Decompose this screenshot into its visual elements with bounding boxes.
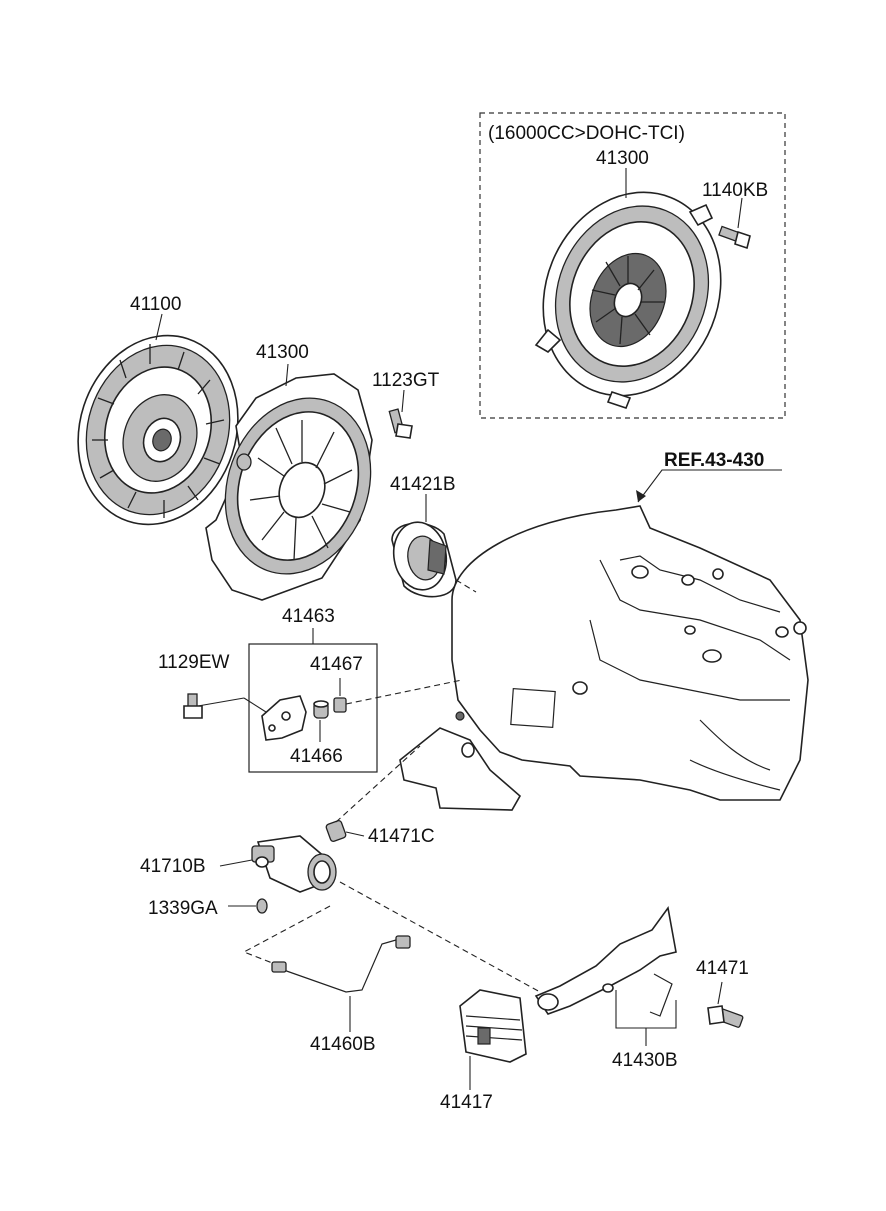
- nut-41467[interactable]: [333, 678, 347, 713]
- pressure-plate[interactable]: [201, 373, 394, 601]
- label-41430b: 41430B: [612, 1050, 678, 1071]
- clutch-disc[interactable]: [54, 315, 262, 546]
- leader-41100: [155, 313, 163, 341]
- label-41300-variant: 41300: [596, 148, 649, 169]
- leader-1123gt: [401, 389, 405, 413]
- ref-leader: [636, 469, 782, 503]
- cap-1339ga[interactable]: [228, 898, 268, 914]
- label-1129ew: 1129EW: [158, 652, 230, 673]
- label-1339ga: 1339GA: [148, 898, 218, 919]
- label-41460b: 41460B: [310, 1034, 376, 1055]
- pressure-plate-variant[interactable]: [513, 165, 750, 422]
- slave-cylinder[interactable]: [219, 835, 337, 893]
- bolt-1129ew[interactable]: [183, 693, 267, 719]
- bushing-41466[interactable]: [313, 700, 329, 742]
- boot-41417[interactable]: [459, 989, 527, 1090]
- label-41466: 41466: [290, 746, 343, 767]
- label-41710b: 41710B: [140, 856, 206, 877]
- fitting-41471c[interactable]: [325, 820, 365, 842]
- release-fork[interactable]: [534, 906, 677, 1046]
- transmission-housing: [399, 505, 809, 811]
- leader-1140kb: [737, 197, 743, 229]
- leader-41300: [285, 363, 289, 387]
- bolt-1123gt[interactable]: [388, 408, 413, 439]
- label-41463: 41463: [282, 606, 335, 627]
- bolt-41471[interactable]: [707, 981, 744, 1028]
- label-1140kb: 1140KB: [702, 180, 768, 201]
- label-41421b: 41421B: [390, 474, 456, 495]
- label-41100: 41100: [130, 294, 181, 315]
- release-bearing[interactable]: [388, 518, 457, 598]
- label-41300: 41300: [256, 342, 309, 363]
- bracket-kit-box: [248, 628, 378, 773]
- variant-note: (16000CC>DOHC-TCI): [488, 123, 685, 144]
- label-ref: REF.43-430: [664, 450, 764, 471]
- pipe-41460b[interactable]: [271, 935, 411, 1032]
- label-41467: 41467: [310, 654, 363, 675]
- label-41417: 41417: [440, 1092, 493, 1113]
- bracket-41463[interactable]: [261, 695, 307, 741]
- label-41471c: 41471C: [368, 826, 435, 847]
- label-41471: 41471: [696, 958, 749, 979]
- bolt-1140kb[interactable]: [718, 225, 751, 250]
- label-1123gt: 1123GT: [372, 370, 440, 391]
